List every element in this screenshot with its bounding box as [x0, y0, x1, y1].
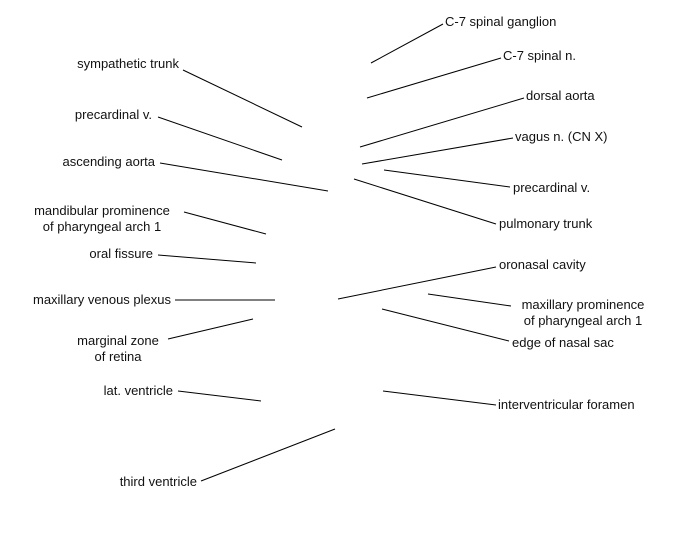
leader-interventricular-foramen [382, 390, 497, 406]
label-text: oral fissure [89, 246, 153, 261]
label-text: pulmonary trunk [499, 216, 593, 231]
label-lat-ventricle: lat. ventricle [104, 383, 173, 399]
label-pulmonary-trunk: pulmonary trunk [499, 216, 592, 232]
leader-ascending-aorta [159, 162, 329, 192]
label-text-line1: mandibular prominence [34, 203, 170, 218]
label-maxillary-venous-plexus: maxillary venous plexus [33, 292, 171, 308]
leader-lat-ventricle [177, 390, 262, 402]
label-marginal-zone: marginal zone of retina [68, 333, 168, 365]
label-vagus-n: vagus n. (CN X) [515, 129, 607, 145]
label-text: edge of nasal sac [512, 335, 614, 350]
label-text: C-7 spinal n. [503, 48, 576, 63]
label-text: precardinal v. [513, 180, 591, 195]
label-sympathetic-trunk: sympathetic trunk [77, 56, 179, 72]
label-text-line1: maxillary prominence [521, 297, 645, 312]
leader-maxillary-prominence [427, 293, 512, 307]
label-text-line2: of pharyngeal arch 1 [523, 313, 643, 328]
leader-c7-spinal-ganglion [370, 23, 444, 64]
label-text: precardinal v. [74, 107, 152, 122]
label-edge-of-nasal-sac: edge of nasal sac [512, 335, 614, 351]
leader-third-ventricle [200, 428, 336, 482]
label-third-ventricle: third ventricle [120, 474, 197, 490]
label-precardinal-v-left: precardinal v. [75, 107, 152, 123]
label-maxillary-prominence: maxillary prominence of pharyngeal arch … [513, 297, 653, 329]
leader-precardinal-v-right [383, 169, 511, 188]
label-text: third ventricle [119, 474, 197, 489]
label-text: ascending aorta [62, 154, 155, 169]
label-oral-fissure: oral fissure [89, 246, 153, 262]
leader-sympathetic-trunk [182, 69, 303, 128]
label-text: sympathetic trunk [77, 56, 179, 71]
label-mandibular-prominence: mandibular prominence of pharyngeal arch… [24, 203, 180, 235]
leader-oral-fissure [157, 254, 257, 264]
leader-dorsal-aorta [359, 97, 525, 148]
label-text: lat. ventricle [103, 383, 173, 398]
label-ascending-aorta: ascending aorta [62, 154, 155, 170]
leader-edge-of-nasal-sac [381, 308, 510, 342]
leader-precardinal-v-left [157, 116, 283, 161]
label-interventricular-foramen: interventricular foramen [498, 397, 635, 413]
label-text: C-7 spinal ganglion [445, 14, 557, 29]
label-dorsal-aorta: dorsal aorta [526, 88, 595, 104]
label-c7-spinal-ganglion: C-7 spinal ganglion [445, 14, 556, 30]
label-text: vagus n. (CN X) [515, 129, 608, 144]
label-text: dorsal aorta [526, 88, 595, 103]
leader-vagus-n [361, 137, 514, 165]
label-text-line2: of retina [94, 349, 142, 364]
leader-pulmonary-trunk [353, 178, 497, 225]
label-text: oronasal cavity [499, 257, 586, 272]
label-precardinal-v-right: precardinal v. [513, 180, 590, 196]
leader-marginal-zone [167, 318, 254, 340]
label-text-line2: of pharyngeal arch 1 [42, 219, 162, 234]
label-text: interventricular foramen [498, 397, 635, 412]
leader-oronasal-cavity [337, 266, 497, 300]
label-text: maxillary venous plexus [32, 292, 171, 307]
label-oronasal-cavity: oronasal cavity [499, 257, 586, 273]
leader-mandibular-prominence [183, 211, 267, 235]
label-text-line1: marginal zone [77, 333, 159, 348]
leader-c7-spinal-n [366, 57, 502, 99]
label-c7-spinal-n: C-7 spinal n. [503, 48, 576, 64]
